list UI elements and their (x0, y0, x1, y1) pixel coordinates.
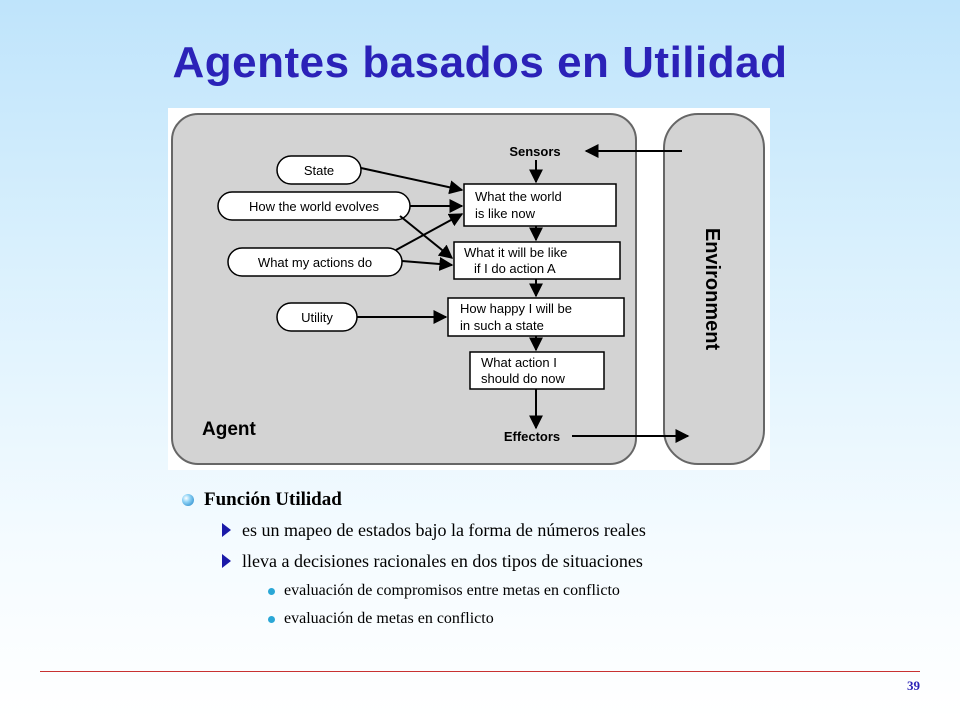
bullet-subsub-1-text: evaluación de compromisos entre metas en… (284, 582, 620, 599)
state-ellipse (276, 155, 362, 185)
agent-label: Agent (202, 419, 257, 440)
action-text-1: What action I (481, 355, 557, 370)
action-text-2: should do now (481, 371, 565, 386)
happiness-box (447, 297, 625, 337)
bullet-subsub-1: evaluación de compromisos entre metas en… (176, 578, 916, 606)
bullet-sub-1-text: es un mapeo de estados bajo la forma de … (242, 520, 646, 540)
bullet-sub-1: es un mapeo de estados bajo la forma de … (176, 516, 916, 547)
dot-bullet-icon (268, 616, 275, 623)
world-future-text-1: What it will be like (464, 245, 567, 260)
page-number: 39 (907, 678, 920, 693)
happiness-text-1: How happy I will be (460, 301, 572, 316)
bullet-main: Función Utilidad (176, 486, 916, 516)
agent-panel (171, 113, 637, 465)
environment-panel (663, 113, 765, 465)
slide-title: Agentes basados en Utilidad (172, 38, 788, 87)
effectors-label: Effectors (504, 429, 560, 444)
bullet-sub-2-text: lleva a decisiones racionales en dos tip… (242, 551, 643, 571)
dot-bullet-icon (268, 588, 275, 595)
actions-do-text: What my actions do (258, 255, 372, 270)
utility-text: Utility (301, 310, 333, 325)
world-now-text-1: What the world (475, 189, 562, 204)
bullet-subsub-2-text: evaluación de metas en conflicto (284, 610, 494, 627)
world-evolves-text: How the world evolves (249, 199, 380, 214)
bullet-subsub-2: evaluación de metas en conflicto (176, 606, 916, 634)
triangle-bullet-icon (222, 554, 231, 568)
sensors-label: Sensors (509, 144, 560, 159)
action-box (469, 351, 605, 390)
footer-divider (40, 671, 920, 672)
environment-label: Environment (701, 228, 723, 351)
round-bullet-icon (182, 494, 194, 506)
triangle-bullet-icon (222, 523, 231, 537)
world-future-box (453, 241, 621, 280)
utility-agent-diagram: Sensors Effectors Agent Environment Stat… (168, 108, 770, 470)
world-future-text-2: if I do action A (474, 261, 556, 276)
happiness-text-2: in such a state (460, 318, 544, 333)
bullet-sub-2: lleva a decisiones racionales en dos tip… (176, 547, 916, 578)
state-text: State (304, 163, 334, 178)
world-now-box (463, 183, 617, 227)
world-now-text-2: is like now (475, 206, 536, 221)
bullet-list: Función Utilidad es un mapeo de estados … (176, 486, 916, 634)
bullet-main-text: Función Utilidad (204, 489, 342, 510)
